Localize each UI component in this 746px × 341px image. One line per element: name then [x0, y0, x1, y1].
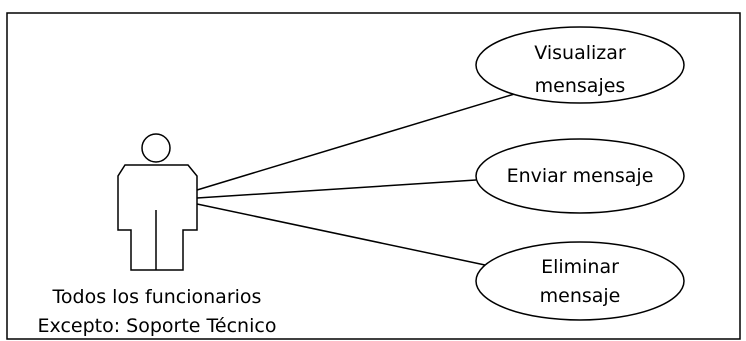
use-case-enviar-mensaje — [475, 138, 685, 214]
use-case-visualizar-mensajes — [475, 26, 685, 104]
actor-head — [141, 133, 171, 163]
actor-figure — [117, 133, 198, 271]
association-line-eliminar — [196, 203, 486, 266]
use-case-label: Eliminar — [541, 256, 619, 278]
use-case-eliminar-mensaje — [475, 241, 685, 321]
actor-label: Todos los funcionarios — [52, 286, 262, 308]
association-line-visualizar — [196, 91, 522, 191]
association-line-enviar — [196, 179, 477, 199]
actor-body — [117, 164, 198, 271]
use-case-label: mensaje — [540, 285, 621, 307]
use-case-label: Enviar mensaje — [507, 165, 654, 187]
actor-label: Excepto: Soporte Técnico — [38, 315, 277, 337]
use-case-label: Visualizar — [534, 42, 626, 64]
use-case-label: mensajes — [535, 75, 626, 97]
